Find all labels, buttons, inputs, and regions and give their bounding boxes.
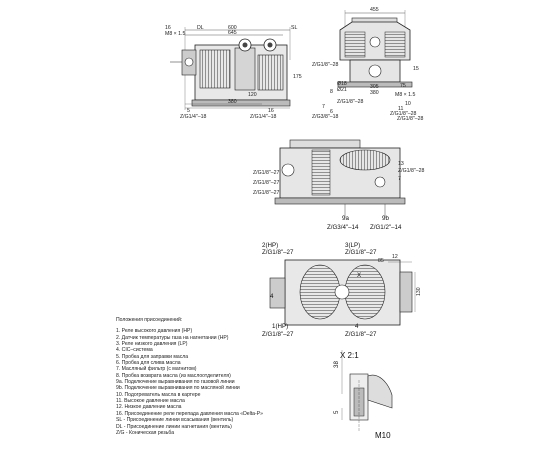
legend-item: Z/G - Коническая резьба [116, 429, 175, 436]
dim-12: 12 [392, 254, 398, 260]
callout-mid-z1: Z/G1/8"–27 [253, 170, 279, 176]
dim-15: 15 [413, 66, 419, 72]
callout-z-4: Z/G1/8"–27 [345, 331, 377, 338]
dim-305: 305 [370, 84, 379, 90]
callout-1hp: 1(HP) [272, 323, 288, 330]
legend-item: 1. Реле высокого давления (HP) [116, 328, 193, 335]
callout-3lp: 3(LP) [345, 242, 360, 249]
detail-m10: M10 [375, 431, 391, 440]
dim-m8: M8 × 1.5 [165, 31, 185, 37]
callout-16: 16 [165, 25, 171, 31]
legend-title: Положения присоединений: [116, 317, 183, 323]
callout-side-c2b: Z/G1/8"–28 [337, 99, 363, 105]
dim-645: 645 [228, 30, 237, 36]
legend-item: 7. Масляный фильтр (с магнитом) [116, 366, 197, 373]
legend-item: 16. Присоединение реле перепада давления… [116, 410, 263, 417]
callout-side-6: 6 [330, 109, 333, 115]
callout-side-8: 8 [330, 89, 333, 95]
dim-5: 5 [187, 108, 190, 114]
dim-175: 175 [293, 74, 302, 80]
legend-item: 2. Датчик температуры газа на нагнетании… [116, 334, 229, 341]
legend-items: 1. Реле высокого давления (HP)2. Датчик … [116, 328, 361, 436]
callout-9b: 9b [382, 215, 389, 222]
legend-item: 9a. Подключение выравнивания по газовой … [116, 379, 235, 386]
legend-item: 11. Высокое давление масла [116, 398, 185, 405]
legend-item: 5. Пробка для заправки масла [116, 353, 189, 360]
detail-dim-38: 38 [333, 361, 340, 368]
dim-380-side: 380 [370, 90, 379, 96]
callout-side-c3: Z/G3/8"–18 [312, 114, 338, 120]
callout-side-10: 10 [405, 101, 411, 107]
dim-m8-side: M8 × 1.5 [395, 92, 415, 98]
dim-d18: Ø18 [337, 81, 347, 87]
callout-mid-13: 13 [398, 161, 404, 167]
callout-z-g14-left: Z/G1/4"–18 [180, 114, 206, 120]
callout-z-g14-right: Z/G1/4"–18 [250, 114, 276, 120]
callout-sl: SL [291, 25, 297, 31]
callout-4-left: 4 [270, 293, 274, 300]
dim-600: 600 [228, 25, 237, 31]
dim-380: 380 [228, 99, 237, 105]
callout-z-g12: Z/G1/2"–14 [370, 224, 402, 231]
side-view: 455 M8 × 1.5 15 Ø18 Ø21 305 380 75 Z/G1/… [312, 7, 423, 122]
legend-item: 10. Подогреватель масла в картере [116, 391, 201, 398]
callout-dl: DL [197, 25, 204, 31]
dim-120: 120 [248, 92, 257, 98]
callout-mid-z3: Z/G1/8"–27 [253, 190, 279, 196]
callout-mid-7: 7 [398, 176, 401, 182]
callout-z-g34: Z/G3/4"–14 [327, 224, 359, 231]
detail-x-title: X 2:1 [340, 351, 359, 360]
detail-x: X 2:1 38 5 M10 [333, 350, 393, 440]
dim-85: 85 [378, 258, 384, 264]
callout-side-c2: Z/G1/8"–28 [312, 62, 338, 68]
detail-dim-5: 5 [333, 410, 340, 414]
callout-mid-z2: Z/G1/8"–27 [253, 180, 279, 186]
callout-side-c13: Z/G1/8"–28 [397, 116, 423, 122]
legend-item: DL - Присоединение линии нагнетания (вен… [116, 423, 232, 430]
front-view: 600 645 16 DL SL M8 × 1.5 120 380 5 175 … [165, 25, 302, 120]
callout-side-11: 11 [398, 106, 403, 112]
dim-d21: Ø21 [337, 87, 347, 93]
callout-2hp: 2(HP) [262, 242, 278, 249]
dim-16: 16 [268, 108, 274, 114]
callout-side-c12: Z/G1/8"–28 [390, 111, 416, 117]
legend-item: 3. Реле низкого давления (LP) [116, 341, 188, 348]
callout-z-lp: Z/G1/8"–27 [345, 249, 377, 256]
mid-view: Z/G1/8"–27 Z/G1/8"–27 Z/G1/8"–27 13 Z/G1… [253, 139, 424, 231]
legend-item: 8. Пробка возврата масла (из маслоотдели… [116, 372, 231, 379]
callout-x: X [357, 272, 361, 279]
dim-130: 130 [416, 287, 422, 296]
plan-view: 2(HP) 3(LP) Z/G1/8"–27 Z/G1/8"–27 1(HP) … [262, 242, 422, 338]
legend-item: 9b. Подключение выравнивания по масляной… [116, 385, 240, 392]
dim-455: 455 [370, 7, 379, 13]
callout-z-1hp: Z/G1/8"–27 [262, 331, 294, 338]
legend-item: 6. Пробка для слива масла [116, 360, 181, 367]
callout-side-7: 7 [322, 104, 325, 110]
callout-9a: 9a [342, 215, 349, 222]
callout-mid-z4: Z/G1/8"–28 [398, 168, 424, 174]
legend-item: 12. Низкое давление масла [116, 404, 182, 411]
legend-item: SL - Присоединение линии всасывания (вен… [116, 417, 234, 424]
dim-75: 75 [400, 83, 406, 89]
callout-4: 4 [355, 323, 359, 330]
callout-z-hp: Z/G1/8"–27 [262, 249, 294, 256]
connections-legend: Положения присоединений: 1. Реле высоког… [116, 317, 361, 436]
legend-item: 4. CIC–система [116, 347, 153, 354]
